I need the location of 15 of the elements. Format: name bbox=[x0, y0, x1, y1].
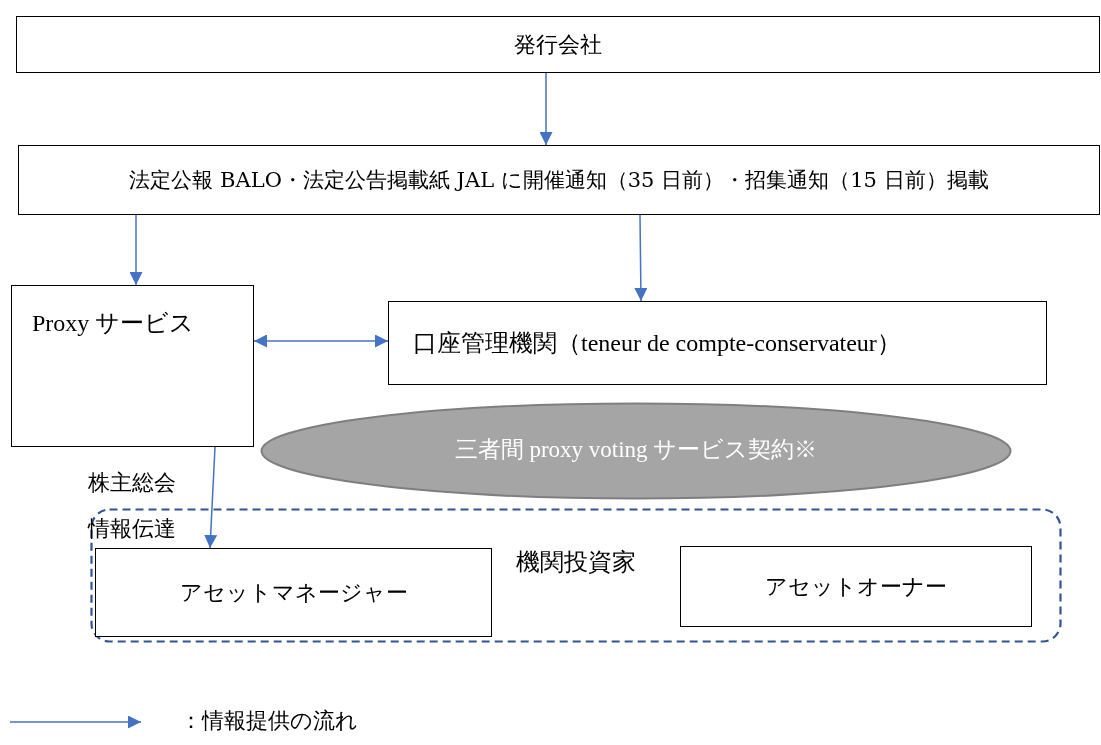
process-box: 口座管理機関（teneur de compte-conservateur） bbox=[388, 301, 1047, 385]
process-box: 法定公報 BALO・法定公告掲載紙 JAL に開催通知（35 日前）・招集通知（15 日前）掲載 bbox=[18, 145, 1100, 215]
arrow bbox=[539, 72, 553, 146]
group-label: 機関投資家 bbox=[516, 548, 636, 577]
process-box: アセットマネージャー bbox=[95, 548, 492, 637]
arrow bbox=[253, 334, 389, 348]
arrow bbox=[634, 214, 648, 302]
arrow bbox=[204, 446, 218, 549]
edge-label: 株主総会情報伝達 bbox=[88, 469, 177, 543]
process-box: アセットオーナー bbox=[680, 546, 1032, 627]
process-box: Proxy サービス bbox=[11, 285, 254, 447]
contract-ellipse: 三者間 proxy voting サービス契約※ bbox=[260, 402, 1012, 500]
legend-text: ：情報提供の流れ bbox=[180, 707, 358, 735]
process-box: 発行会社 bbox=[16, 16, 1100, 73]
arrow bbox=[129, 214, 143, 286]
